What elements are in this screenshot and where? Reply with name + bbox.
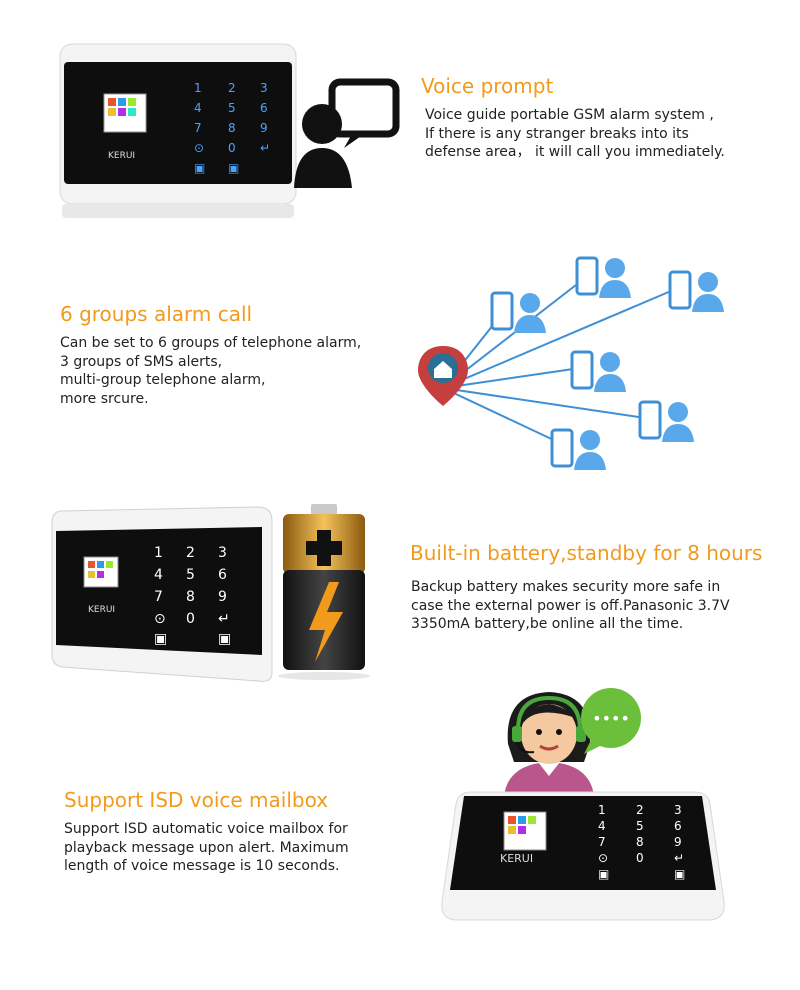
key: 3 <box>674 803 682 817</box>
phone-user-icon <box>638 400 694 442</box>
key: ▣ <box>154 631 167 647</box>
feature-title: Voice prompt <box>421 74 554 98</box>
key: 5 <box>636 819 644 833</box>
feature-title: Built-in battery,standby for 8 hours <box>410 541 763 565</box>
key: 3 <box>218 545 227 561</box>
speech-bubble-icon: •••• <box>578 686 644 756</box>
key: 5 <box>186 567 195 583</box>
key: 0 <box>636 851 644 865</box>
key: 5 <box>228 101 236 115</box>
feature-description: Can be set to 6 groups of telephone alar… <box>60 335 362 407</box>
key: ⊙ <box>194 141 204 155</box>
key: 0 <box>186 611 195 627</box>
map-pin-icon <box>418 346 468 406</box>
keypad: 1 2 3 4 5 6 7 8 9 ⊙ 0 ↵ ▣ ▣ <box>598 803 685 881</box>
key: 1 <box>598 803 606 817</box>
key: 6 <box>260 101 268 115</box>
key: 1 <box>154 545 163 561</box>
phone-user-icon <box>668 270 724 312</box>
speaking-person-icon <box>292 78 402 190</box>
feature-description: Backup battery makes security more safe … <box>411 579 730 632</box>
speech-dots: •••• <box>592 709 630 728</box>
phone-user-icon <box>570 350 626 392</box>
key: 4 <box>154 567 163 583</box>
key: ▣ <box>674 867 685 881</box>
key: ▣ <box>194 161 205 175</box>
key: 7 <box>154 589 163 605</box>
key: 6 <box>674 819 682 833</box>
key: 3 <box>260 81 268 95</box>
key: ⊙ <box>598 851 608 865</box>
feature-description: Voice guide portable GSM alarm system , … <box>425 107 725 160</box>
phone-user-icon <box>575 256 631 298</box>
phone-user-icon <box>490 291 546 333</box>
key: 8 <box>228 121 236 135</box>
key: ▣ <box>598 867 609 881</box>
alarm-panel-image: KERUI 1 2 3 4 5 6 7 8 9 ⊙ 0 ↵ ▣ ▣ <box>58 42 298 222</box>
key: 8 <box>186 589 195 605</box>
phone-user-icon <box>550 428 606 470</box>
key: 7 <box>194 121 202 135</box>
feature-title: Support ISD voice mailbox <box>64 788 329 812</box>
key: 9 <box>218 589 227 605</box>
brand-label: KERUI <box>108 151 135 161</box>
key: 9 <box>260 121 268 135</box>
brand-label: KERUI <box>88 605 115 615</box>
key: 2 <box>228 81 236 95</box>
key: 2 <box>186 545 195 561</box>
alarm-panel-image: KERUI 1 2 3 4 5 6 7 8 9 ⊙ 0 ↵ ▣ ▣ <box>48 505 278 685</box>
feature-description: Support ISD automatic voice mailbox for … <box>64 821 349 874</box>
key: 2 <box>636 803 644 817</box>
key: 4 <box>194 101 202 115</box>
key: ↵ <box>674 851 684 865</box>
key: 7 <box>598 835 606 849</box>
key: 8 <box>636 835 644 849</box>
brand-label: KERUI <box>500 852 533 865</box>
key: 1 <box>194 81 202 95</box>
battery-icon <box>275 502 390 682</box>
key: ▣ <box>218 631 231 647</box>
key: ⊙ <box>154 611 166 627</box>
key: 9 <box>674 835 682 849</box>
key: ↵ <box>260 141 270 155</box>
feature-title: 6 groups alarm call <box>60 302 253 326</box>
key: 6 <box>218 567 227 583</box>
operator-icon <box>494 684 604 796</box>
key: ▣ <box>228 161 239 175</box>
keypad: 1 2 3 4 5 6 7 8 9 ⊙ 0 ↵ ▣ ▣ <box>154 545 231 647</box>
key: 0 <box>228 141 236 155</box>
alarm-panel-image: KERUI 1 2 3 4 5 6 7 8 9 ⊙ 0 ↵ ▣ ▣ <box>438 790 728 922</box>
key: ↵ <box>218 611 230 627</box>
key: 4 <box>598 819 606 833</box>
alarm-network-diagram <box>410 248 740 480</box>
keypad: 1 2 3 4 5 6 7 8 9 ⊙ 0 ↵ ▣ ▣ <box>194 81 270 175</box>
